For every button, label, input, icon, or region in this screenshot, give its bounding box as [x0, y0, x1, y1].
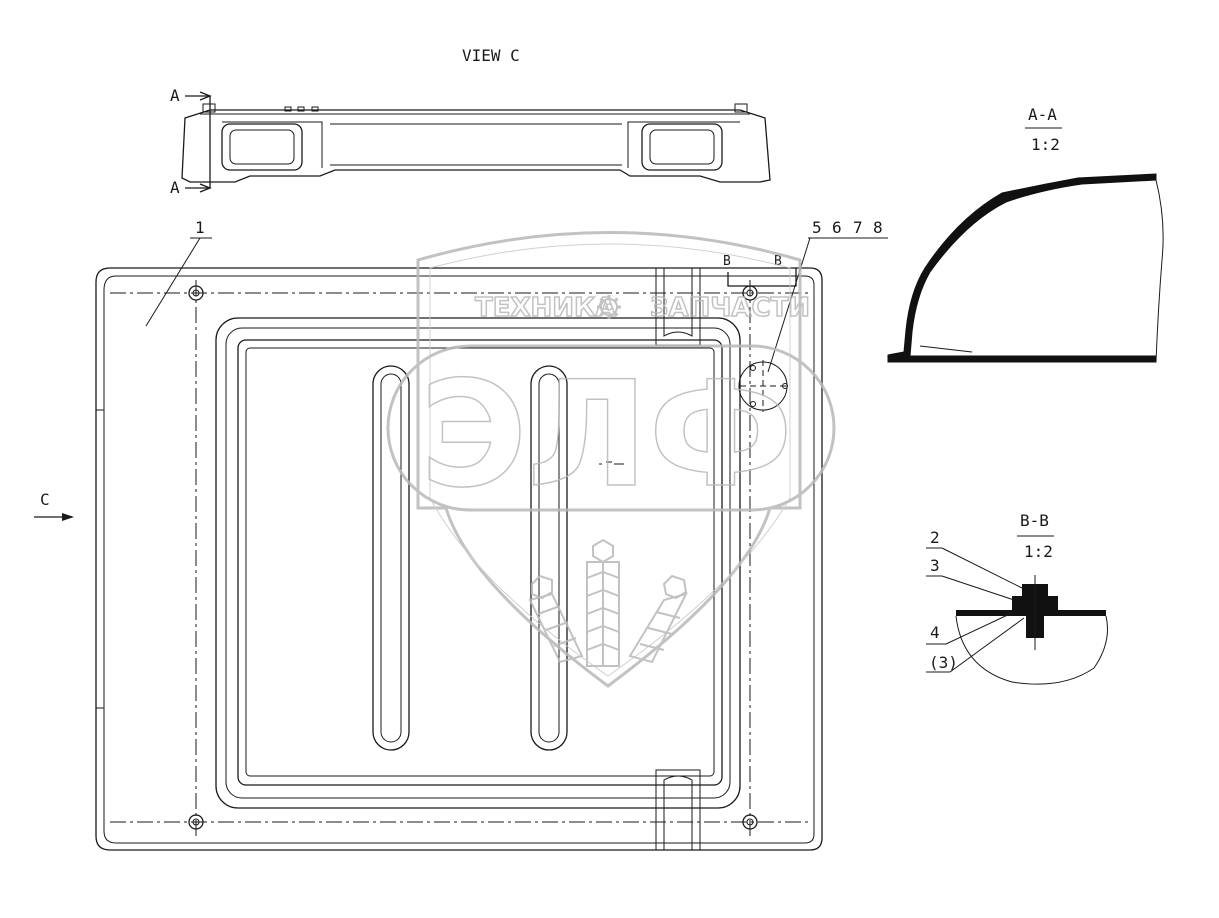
- section-b-marker-right: B: [774, 254, 782, 269]
- svg-text:6: 6: [832, 218, 842, 237]
- section-aa-cut-line: [185, 95, 211, 189]
- view-c-arrow: C: [34, 490, 74, 521]
- view-c-label: VIEW C: [462, 46, 520, 65]
- section-a-marker-top: A: [170, 86, 180, 105]
- left-bolt-head: [202, 103, 216, 113]
- section-bb: B-B 1:2 2 3 4 (3): [926, 511, 1108, 685]
- mount-hole-bottom-right: [742, 814, 758, 830]
- watermark-logo-plate: [386, 344, 836, 512]
- mount-hole-bottom-left: [188, 814, 204, 830]
- watermark-brand-right: ЗАПЧАСТИ: [650, 293, 810, 323]
- svg-text:1: 1: [195, 218, 205, 237]
- section-a-marker-bottom: A: [170, 178, 180, 197]
- watermark: ЭЛФ ТЕХНИКА ЗАПЧАСТИ: [386, 231, 836, 688]
- recessed-frame-inner: [237, 339, 723, 786]
- panel-outline: [95, 267, 823, 851]
- wheat-shield-icon: [528, 538, 688, 667]
- mount-hole-top-left: [188, 285, 204, 301]
- left-rib: [372, 365, 410, 751]
- gear-icon: [597, 295, 621, 319]
- svg-text:8: 8: [873, 218, 883, 237]
- svg-text:5: 5: [812, 218, 822, 237]
- watermark-brand-left: ТЕХНИКА: [475, 293, 615, 323]
- section-aa-title: A-A: [1028, 105, 1057, 124]
- view-c-arrow-label: C: [40, 490, 50, 509]
- section-aa: A-A 1:2: [887, 105, 1164, 363]
- section-aa-scale: 1:2: [1031, 135, 1060, 154]
- b-b-detail-circle: [738, 360, 788, 412]
- section-bb-scale: 1:2: [1024, 542, 1053, 561]
- left-recess: [221, 123, 303, 171]
- bb-panel-section: [956, 610, 1106, 616]
- section-b-marker-left: B: [723, 254, 731, 269]
- bb-callout-3-ref: (3): [929, 653, 958, 672]
- center-rib: [530, 365, 568, 751]
- bottom-channel: [655, 769, 701, 850]
- section-bb-cut-line: [727, 268, 797, 287]
- svg-text:7: 7: [853, 218, 863, 237]
- bb-callout-3: 3: [930, 556, 940, 575]
- watermark-logo: ЭЛФ: [420, 350, 793, 520]
- section-bb-title: B-B: [1020, 511, 1049, 530]
- callout-part-1: 1: [145, 218, 212, 327]
- section-aa-profile: [887, 173, 1157, 363]
- bb-callout-4: 4: [930, 623, 940, 642]
- right-recess: [641, 123, 723, 171]
- plan-view: B B: [95, 254, 823, 851]
- bb-callout-2: 2: [930, 528, 940, 547]
- view-c-elevation: VIEW C A A: [170, 46, 771, 197]
- right-bolt-head: [734, 103, 748, 113]
